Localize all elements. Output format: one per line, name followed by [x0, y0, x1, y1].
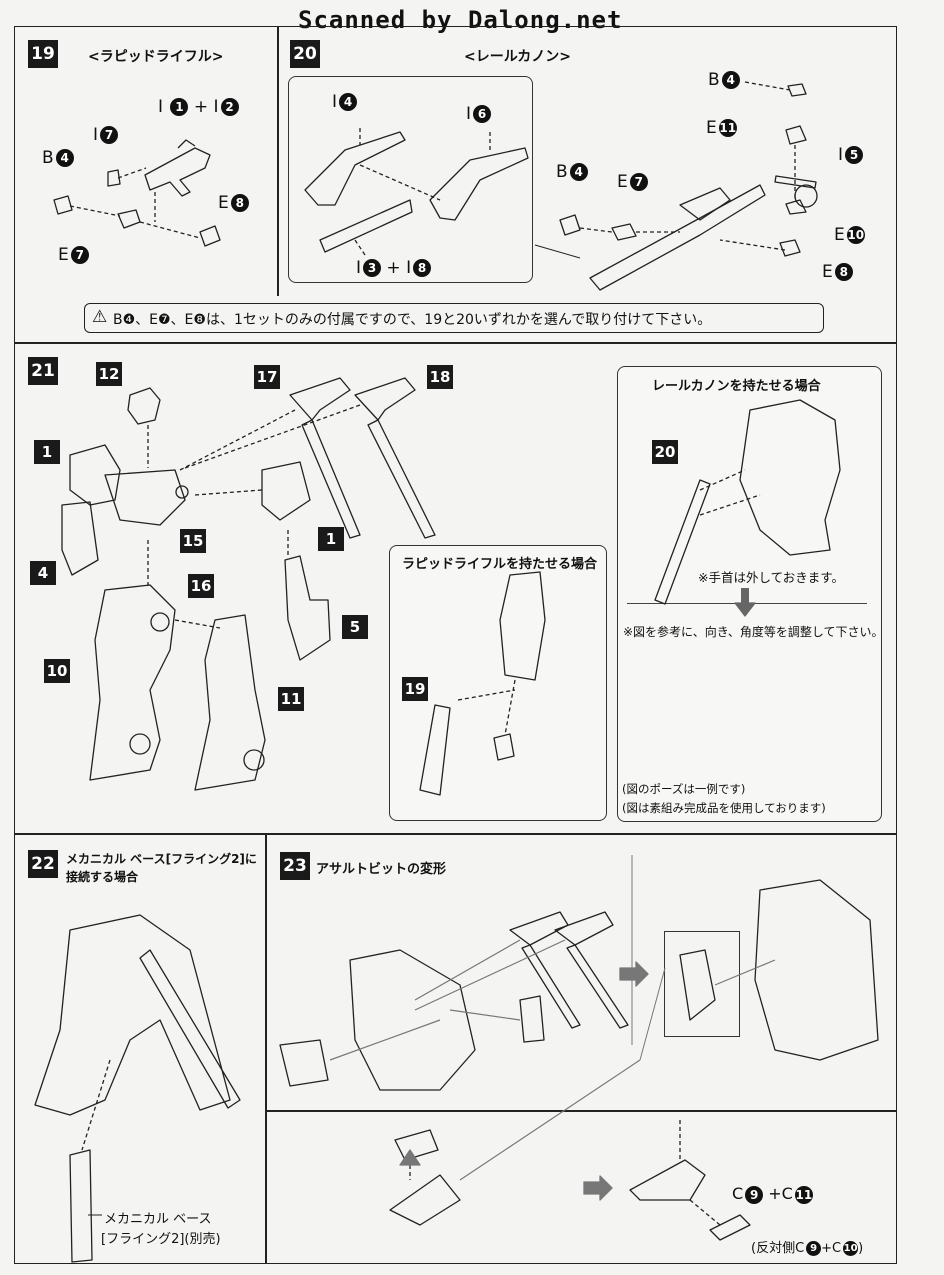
divider-22-23	[265, 834, 267, 1264]
panel-top	[14, 26, 897, 343]
rail-cannon-parts-art	[304, 131, 529, 253]
rapid-rifle-art	[53, 139, 221, 247]
rail-cannon-inset	[288, 76, 533, 283]
rail-caption-built: (図は素組み完成品を使用しております)	[622, 801, 826, 815]
part-17: 17	[254, 365, 280, 389]
rail-cannon-assembled-art	[559, 83, 818, 291]
bit-inset-box	[664, 931, 740, 1037]
part-19: 19	[402, 677, 428, 701]
part-12: 12	[96, 362, 122, 386]
divider-23-bottom	[265, 1110, 897, 1112]
step-20-title: <レールカノン>	[464, 49, 572, 65]
watermark: Scanned by Dalong.net	[298, 6, 623, 34]
step-20-number: 20	[290, 40, 320, 68]
panel-21	[14, 343, 897, 834]
part-10: 10	[44, 659, 70, 683]
notice-text: B❹、E❼、E❽は、1セットのみの付属ですので、19と20いずれかを選んで取り付…	[113, 312, 712, 328]
part-15: 15	[180, 529, 206, 553]
part-5: 5	[342, 615, 368, 639]
rail-note-wrist: ※手首は外しておきます。	[698, 570, 844, 585]
notice-box	[84, 303, 824, 333]
step-21-number: 21	[28, 357, 58, 385]
part-16: 16	[188, 574, 214, 598]
panel-22-23	[14, 834, 897, 1264]
step-22-label-line1: メカニカル ベース	[104, 1212, 212, 1227]
rapid-rifle-hand-art	[419, 571, 546, 796]
flying-base-mount-art	[34, 914, 241, 1263]
rail-caption-pose: (図のポーズは一例です)	[622, 782, 746, 796]
rail-cannon-hand-art	[654, 399, 841, 605]
rail-note-adjust: ※図を参考に、向き、角度等を調整して下さい。	[623, 625, 884, 639]
rapid-rifle-box-title: ラピッドライフルを持たせる場合	[402, 557, 598, 572]
part-1-right: 1	[318, 527, 344, 551]
step-19-number: 19	[28, 40, 58, 68]
part-20: 20	[652, 440, 678, 464]
mech-assembly-art	[61, 377, 436, 791]
part-18: 18	[427, 365, 453, 389]
step-22-title-line2: 接続する場合	[66, 870, 139, 884]
part-11: 11	[278, 687, 304, 711]
step-23-title: アサルトビットの変形	[316, 862, 447, 877]
part-1-left: 1	[34, 440, 60, 464]
part-4: 4	[30, 561, 56, 585]
step-23-number: 23	[280, 852, 310, 880]
step-22-title-line1: メカニカル ベース[フライング2]に	[66, 852, 257, 866]
warning-icon: ⚠	[92, 307, 108, 327]
assault-bit-transform-art	[279, 879, 879, 1241]
step-22-label-line2: [フライング2](別売)	[101, 1232, 221, 1247]
step-19-title: <ラピッドライフル>	[88, 49, 224, 65]
step-22-number: 22	[28, 850, 58, 878]
divider-19-20	[277, 26, 279, 296]
rail-cannon-box-title: レールカノンを持たせる場合	[652, 379, 821, 394]
